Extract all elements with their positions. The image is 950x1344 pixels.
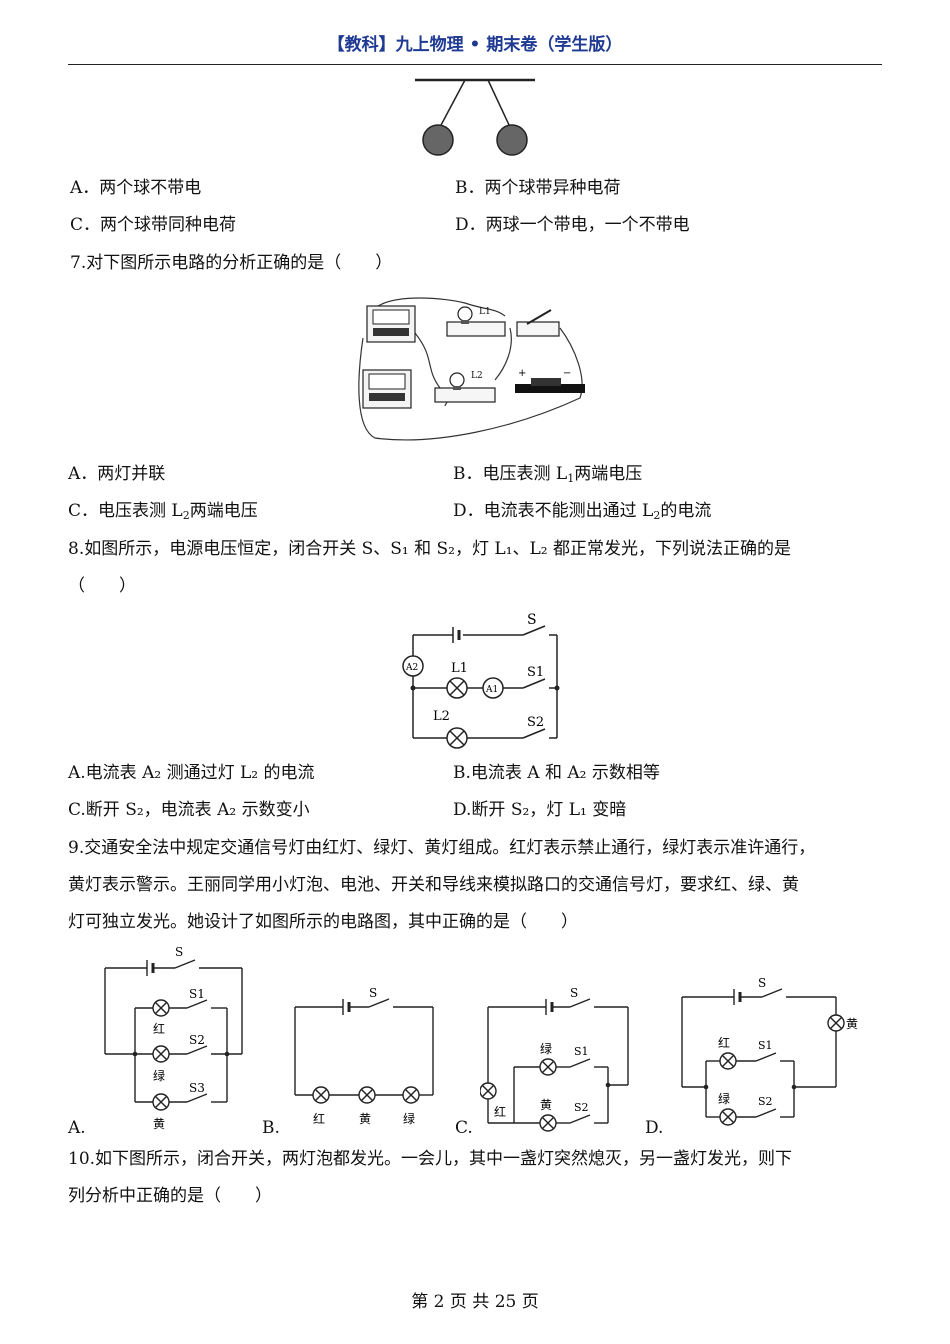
- q9c-label-green: 绿: [540, 1041, 552, 1056]
- q8-label-s1: S1: [527, 665, 544, 680]
- q9b-label-yellow: 黄: [359, 1112, 371, 1126]
- q7-lamp-l2-icon: [434, 372, 496, 403]
- q9c-label-red: 红: [494, 1104, 506, 1119]
- q9-figure-a: S S1 S2 S3 红 绿 黄: [104, 945, 243, 1131]
- q8-figure-circuit: S S1 S2 L1 L2 A1 A2: [402, 612, 560, 749]
- q8-stem-line2: （ ）: [68, 576, 136, 596]
- q9a-label-green: 绿: [153, 1068, 165, 1083]
- q7-ammeter-icon: [366, 305, 416, 343]
- q7-lamp-l1-icon: [446, 306, 506, 337]
- q7-stem: 7.对下图所示电路的分析正确的是（ ）: [70, 253, 393, 273]
- q9-choice-b-letter: B.: [262, 1118, 280, 1138]
- q8-option-a: A.电流表 A₂ 测通过灯 L₂ 的电流: [68, 763, 315, 783]
- q8-label-a1: A1: [485, 685, 498, 695]
- q9c-label-s2: S2: [574, 1101, 589, 1114]
- q8-label-a2: A2: [405, 663, 418, 673]
- q9a-label-s2: S2: [189, 1033, 205, 1047]
- q7-switch-icon: [516, 309, 560, 337]
- q9a-label-s1: S1: [189, 987, 205, 1001]
- q6-figure-hanging-balls: [415, 78, 535, 156]
- q9-stem-line3: 灯可独立发光。她设计了如图所示的电路图，其中正确的是（ ）: [68, 912, 578, 932]
- q8-stem-line1: 8.如图所示，电源电压恒定，闭合开关 S、S₁ 和 S₂，灯 L₁、L₂ 都正常…: [68, 539, 792, 559]
- page-number: 第 2 页 共 25 页: [411, 1292, 539, 1312]
- header-rule: [68, 64, 882, 65]
- q8-label-l1: L1: [451, 661, 468, 676]
- q7-label-plus: +: [518, 368, 526, 379]
- q7-battery-icon: [515, 378, 585, 393]
- q7-voltmeter-icon: [362, 369, 412, 409]
- q9d-label-s2: S2: [758, 1095, 773, 1108]
- q7-label-l1: L1: [479, 307, 491, 317]
- q9-figure-b: S 红 黄 绿: [294, 986, 434, 1126]
- q9-choice-a-letter: A.: [68, 1118, 86, 1138]
- q9a-label-s3: S3: [189, 1081, 205, 1095]
- q9-stem-line2: 黄灯表示警示。王丽同学用小灯泡、电池、开关和导线来模拟路口的交通信号灯，要求红、…: [68, 875, 799, 895]
- page-header-title: 【教科】九上物理 • 期末卷（学生版）: [327, 35, 623, 55]
- q6-option-b: B．两个球带异种电荷: [455, 178, 621, 198]
- q9a-label-s: S: [175, 945, 183, 959]
- q7-label-minus: −: [563, 368, 571, 379]
- q6-option-a: A．两个球不带电: [70, 178, 202, 198]
- q8-option-b: B.电流表 A 和 A₂ 示数相等: [453, 763, 660, 783]
- q9c-label-s: S: [570, 986, 578, 1000]
- q10-stem-line1: 10.如下图所示，闭合开关，两灯泡都发光。一会儿，其中一盏灯突然熄灭，另一盏灯发…: [68, 1149, 793, 1169]
- q7-label-l2: L2: [471, 371, 483, 381]
- q7-option-b: B．电压表测 L1两端电压: [453, 464, 643, 485]
- q7-option-d: D．电流表不能测出通过 L2的电流: [453, 501, 712, 522]
- q9-figure-d: S 黄 红 S1 绿 S2: [681, 976, 858, 1126]
- q9d-label-s1: S1: [758, 1039, 773, 1052]
- q9a-label-red: 红: [153, 1021, 165, 1036]
- q10-stem-line2: 列分析中正确的是（ ）: [68, 1186, 272, 1206]
- q9a-label-yellow: 黄: [153, 1117, 165, 1131]
- q8-option-d: D.断开 S₂，灯 L₁ 变暗: [453, 800, 627, 820]
- q9d-label-yellow: 黄: [846, 1017, 858, 1031]
- q9-choice-d-letter: D.: [645, 1118, 664, 1138]
- q7-option-c: C．电压表测 L2两端电压: [68, 501, 258, 522]
- q9b-label-green: 绿: [403, 1111, 415, 1126]
- q9-figure-c: S S1 S2 绿 黄 红: [480, 986, 629, 1132]
- q7-figure-circuit: L1 L2 + −: [358, 297, 585, 441]
- q9c-label-s1: S1: [574, 1045, 589, 1058]
- q9b-label-s: S: [369, 986, 377, 1000]
- q8-option-c: C.断开 S₂，电流表 A₂ 示数变小: [68, 800, 310, 820]
- q8-label-s2: S2: [527, 715, 544, 730]
- q9d-label-red: 红: [718, 1035, 730, 1050]
- q9d-label-s: S: [758, 976, 766, 990]
- q9b-label-red: 红: [313, 1111, 325, 1126]
- q9d-label-green: 绿: [718, 1091, 730, 1106]
- q6-option-d: D．两球一个带电，一个不带电: [455, 215, 690, 235]
- q9c-label-yellow: 黄: [540, 1098, 552, 1112]
- q9-choice-c-letter: C.: [455, 1118, 473, 1138]
- q6-option-c: C．两个球带同种电荷: [70, 215, 237, 235]
- q7-option-a: A．两灯并联: [68, 464, 166, 484]
- q8-label-s: S: [527, 612, 537, 628]
- q8-label-l2: L2: [433, 709, 450, 724]
- q9-stem-line1: 9.交通安全法中规定交通信号灯由红灯、绿灯、黄灯组成。红灯表示禁止通行，绿灯表示…: [68, 838, 816, 858]
